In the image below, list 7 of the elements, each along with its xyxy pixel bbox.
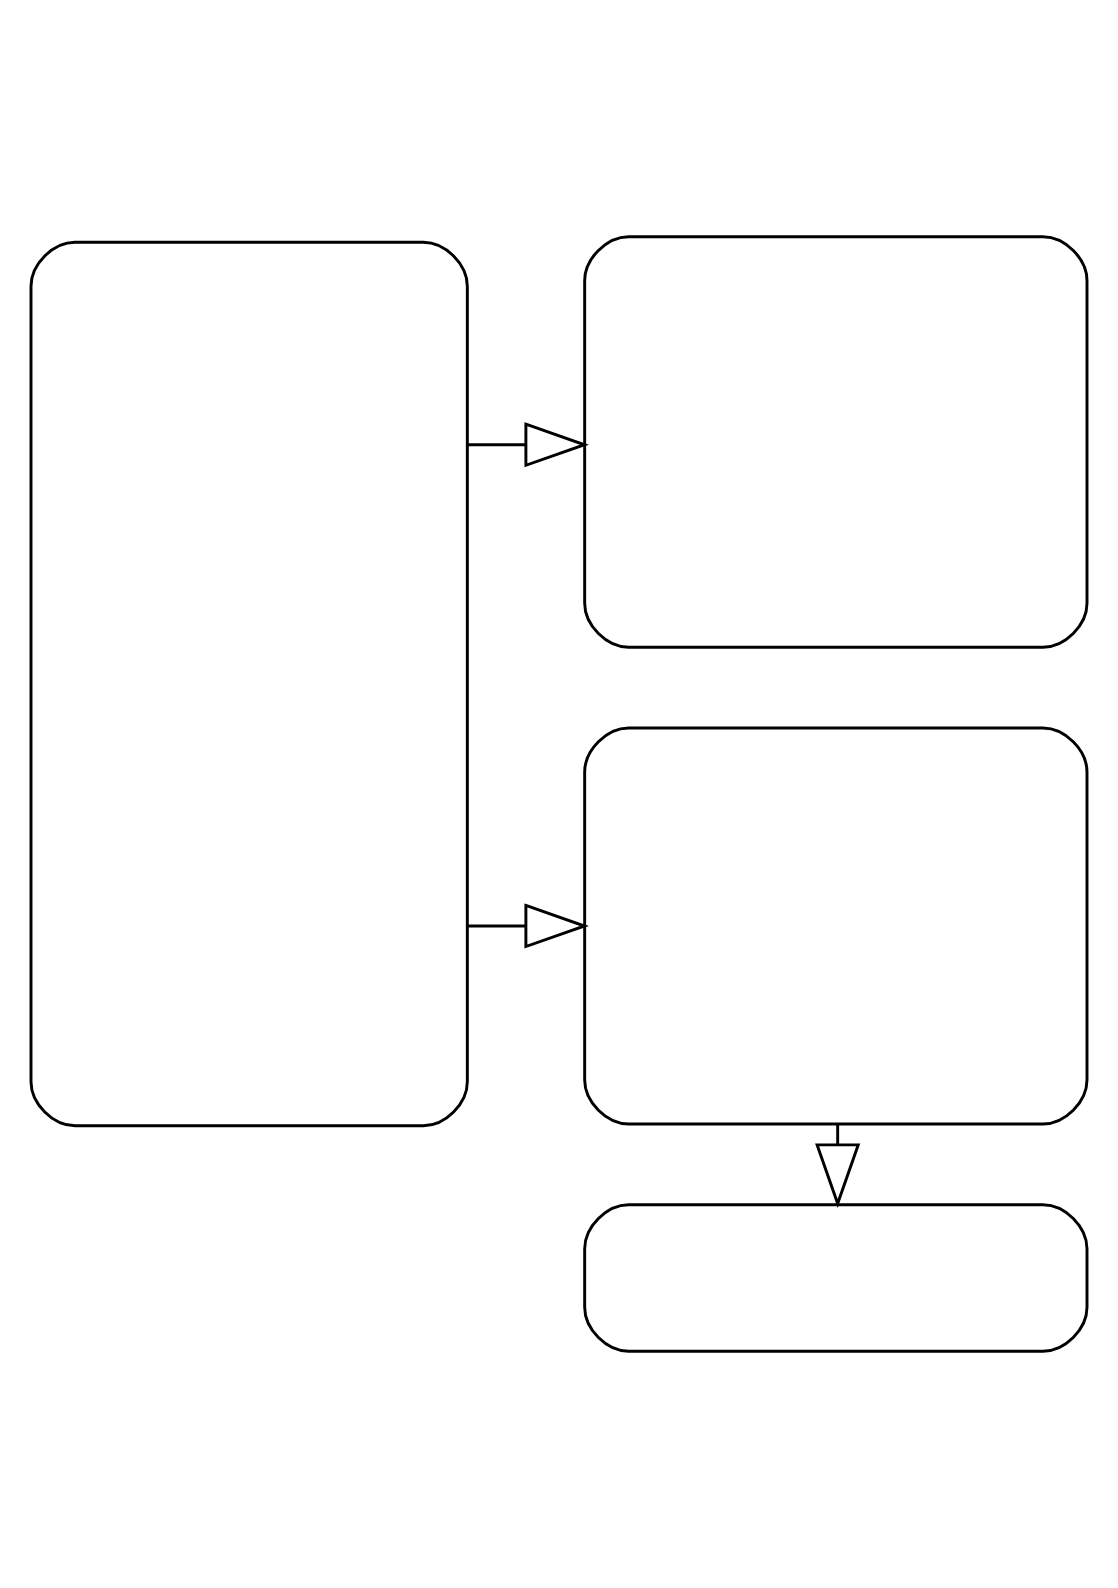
node-box — [583, 726, 1089, 1126]
node-box — [583, 1203, 1089, 1353]
arrow — [467, 903, 589, 949]
arrow — [815, 1124, 861, 1208]
node-box — [583, 235, 1089, 649]
arrow — [467, 422, 589, 468]
node-box — [29, 240, 469, 1128]
